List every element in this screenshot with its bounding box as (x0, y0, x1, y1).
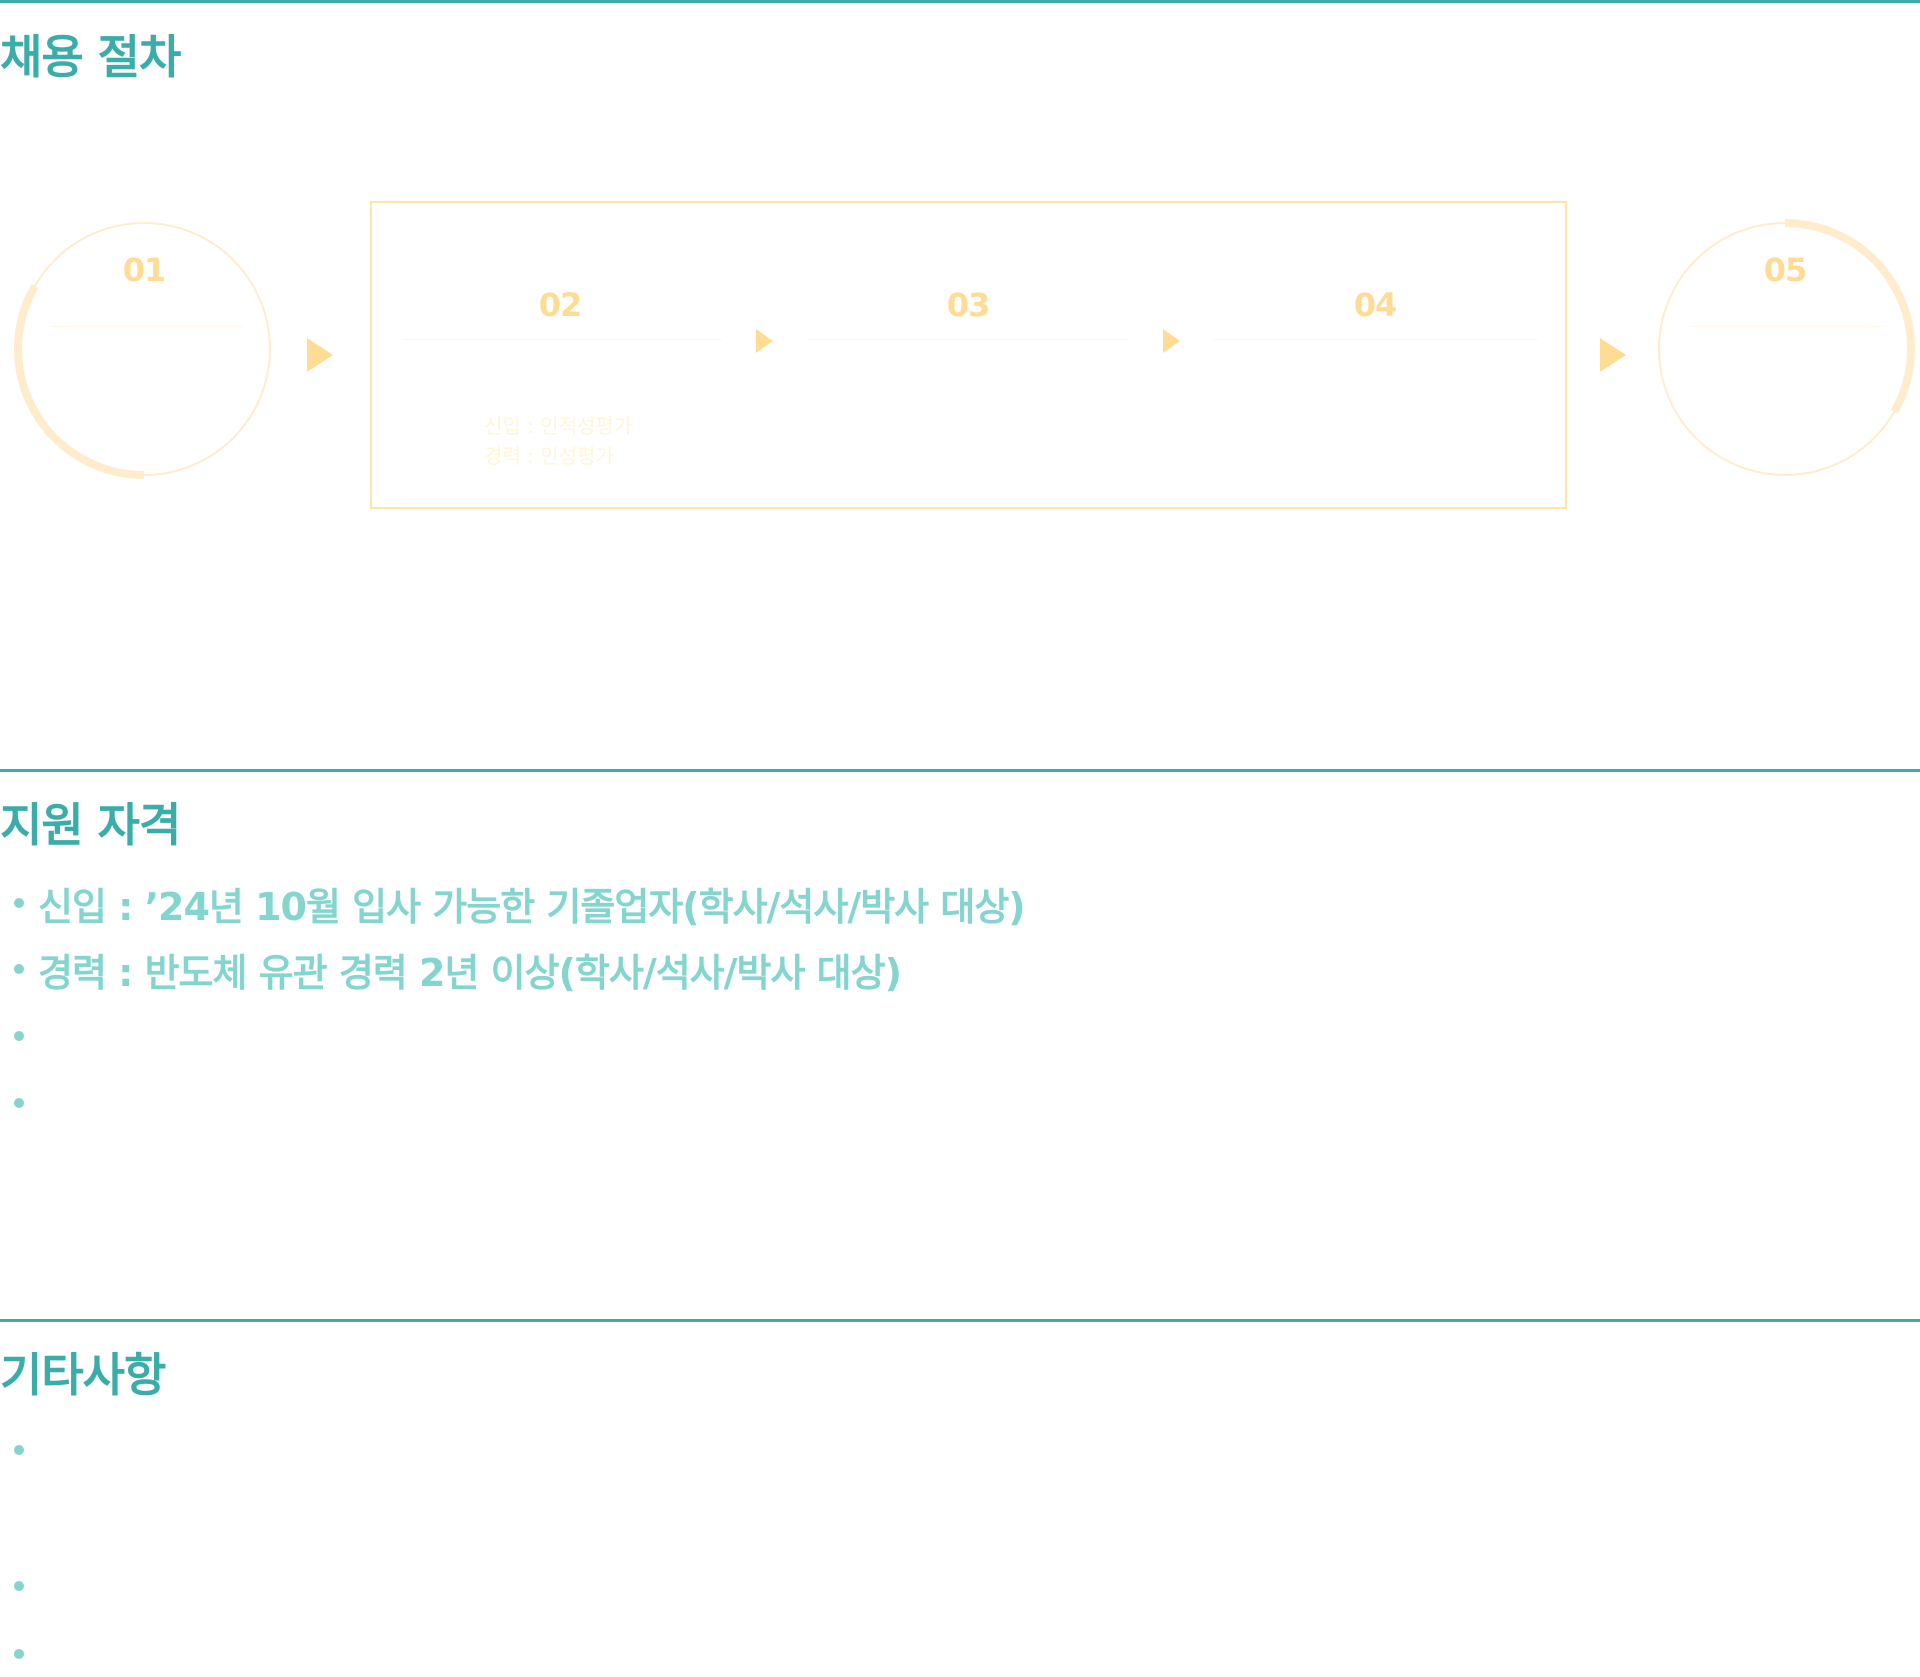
steps-box (370, 201, 1567, 509)
step-number: 04 (1353, 286, 1398, 324)
step-divider (402, 339, 722, 340)
list-item: 경력 : 반도체 유관 경력 2년 이상(학사/석사/박사 대상) (0, 946, 902, 995)
list-item-text: 경력 : 반도체 유관 경력 2년 이상(학사/석사/박사 대상) (38, 950, 902, 995)
step-05-circle: 05 (1658, 219, 1915, 476)
bullet-icon (14, 898, 24, 908)
section-divider-top (0, 0, 1920, 3)
list-item (0, 1631, 38, 1677)
step-divider (51, 326, 243, 327)
process-title: 채용 절차 (0, 30, 181, 84)
step-number: 05 (1763, 251, 1808, 289)
triangle-right-icon (307, 338, 333, 372)
circle-ring-icon (14, 222, 271, 479)
step-desc-line: 경력 : 인성평가 (484, 444, 614, 468)
section-divider (0, 1319, 1920, 1322)
bullet-icon (14, 1445, 24, 1455)
qualifications-title: 지원 자격 (0, 798, 181, 852)
list-item: 신입 : ’24년 10월 입사 가능한 기졸업자(학사/석사/박사 대상) (0, 880, 1026, 929)
circle-ring-icon (1658, 219, 1915, 476)
step-divider (1692, 326, 1884, 327)
list-item (0, 1080, 38, 1126)
bullet-icon (14, 1649, 24, 1659)
step-01-circle: 01 (14, 222, 271, 479)
step-number: 02 (538, 286, 583, 324)
section-divider (0, 769, 1920, 772)
bullet-icon (14, 1581, 24, 1591)
list-item-text: 신입 : ’24년 10월 입사 가능한 기졸업자(학사/석사/박사 대상) (38, 884, 1026, 929)
step-number: 03 (946, 286, 991, 324)
step-divider (1213, 339, 1538, 340)
bullet-icon (14, 1098, 24, 1108)
triangle-right-icon (1163, 329, 1180, 353)
step-divider (808, 339, 1128, 340)
list-item (0, 1563, 38, 1609)
step-desc-line: 신입 : 인적성평가 (484, 414, 633, 438)
list-item (0, 1013, 38, 1059)
triangle-right-icon (756, 329, 773, 353)
triangle-right-icon (1600, 338, 1626, 372)
step-number: 01 (122, 251, 167, 289)
bullet-icon (14, 964, 24, 974)
list-item (0, 1427, 38, 1473)
bullet-icon (14, 1031, 24, 1041)
notes-title: 기타사항 (0, 1348, 166, 1402)
